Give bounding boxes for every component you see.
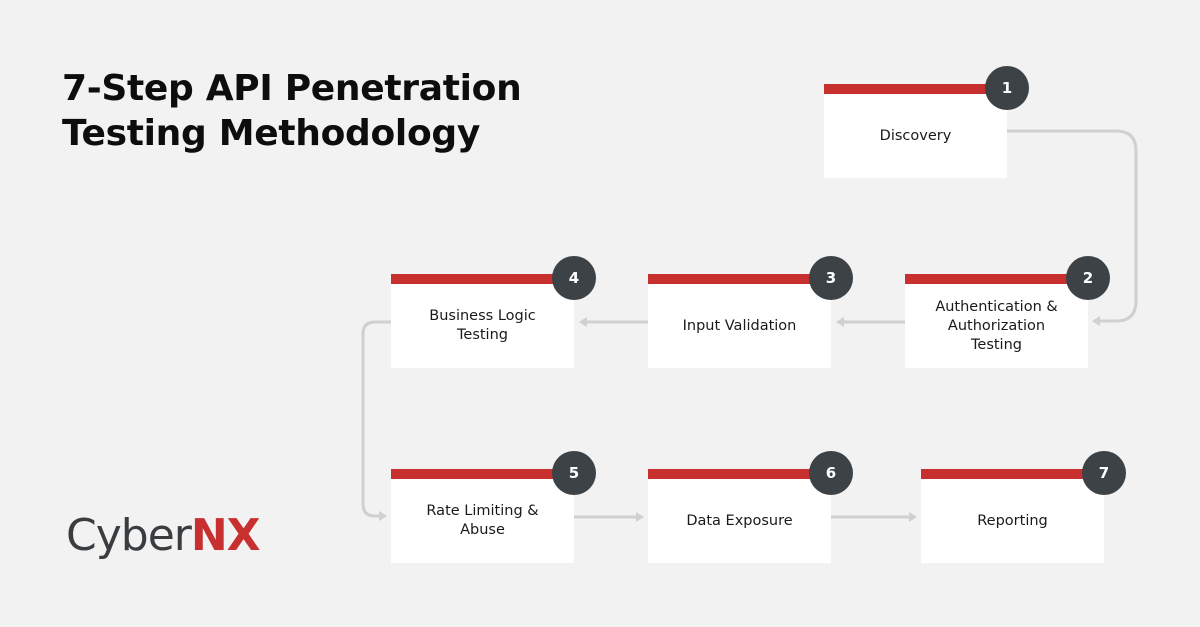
step-number-badge: 3 [809,256,853,300]
step-label: Authentication & Authorization Testing [935,298,1058,353]
step-accent-bar [905,274,1088,284]
step-card-authentication: 2 Authentication & Authorization Testing [905,256,1110,368]
step-card-business-logic: 4 Business Logic Testing [391,256,596,368]
step-accent-bar [391,274,574,284]
title-line-1: 7-Step API Penetration [62,68,522,109]
step-label: Data Exposure [686,512,793,529]
logo-text-nx: NX [190,510,261,561]
step-number-badge: 2 [1066,256,1110,300]
step-card-rate-limiting: 5 Rate Limiting & Abuse [391,451,596,563]
step-number-badge: 4 [552,256,596,300]
step-accent-bar [824,84,1007,94]
step-card-discovery: 1 Discovery [824,66,1029,178]
step-label: Discovery [879,127,952,144]
step-card-reporting: 7 Reporting [921,451,1126,563]
step-accent-bar [648,469,831,479]
step-accent-bar [648,274,831,284]
connector-4-to-5 [361,320,391,521]
step-accent-bar [391,469,574,479]
step-number-badge: 7 [1082,451,1126,495]
step-card-data-exposure: 6 Data Exposure [648,451,853,563]
step-number-badge: 6 [809,451,853,495]
step-label: Input Validation [682,317,797,334]
step-label: Business Logic Testing [429,308,536,343]
step-accent-bar [921,469,1104,479]
step-card-input-validation: 3 Input Validation [648,256,853,368]
logo-text-cyber: Cyber [66,510,192,561]
title-line-2: Testing Methodology [62,113,481,154]
brand-logo: CyberNX [66,506,261,566]
page-title: 7-Step API Penetration Testing Methodolo… [62,66,562,156]
step-label: Reporting [977,512,1048,529]
step-number-badge: 5 [552,451,596,495]
step-number-badge: 1 [985,66,1029,110]
step-label: Rate Limiting & Abuse [426,503,539,538]
